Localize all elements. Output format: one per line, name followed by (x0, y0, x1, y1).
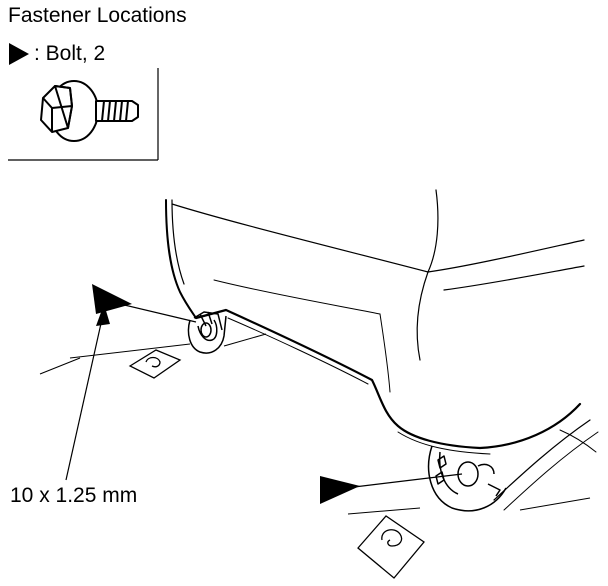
right-bolt-mount (427, 445, 507, 512)
page-title: Fastener Locations (8, 4, 187, 27)
fastener-legend: : Bolt, 2 (8, 40, 105, 68)
bolt-marker-icon (9, 43, 29, 65)
bolt-marker-left (92, 284, 132, 314)
legend-frame (8, 68, 159, 161)
leader-lines (65, 303, 463, 489)
left-bolt-mount (187, 311, 227, 354)
spec-arrow-head (96, 304, 110, 326)
right-floor-clip (357, 515, 425, 579)
left-floor-clip (128, 349, 182, 379)
thread-spec-label: 10 x 1.25 mm (10, 484, 138, 507)
bolt-icon (40, 80, 139, 142)
bolt-marker-right (320, 476, 360, 504)
bumper-illustration (165, 189, 599, 511)
floor-lines (39, 333, 591, 515)
legend-label: : Bolt, 2 (34, 42, 106, 65)
